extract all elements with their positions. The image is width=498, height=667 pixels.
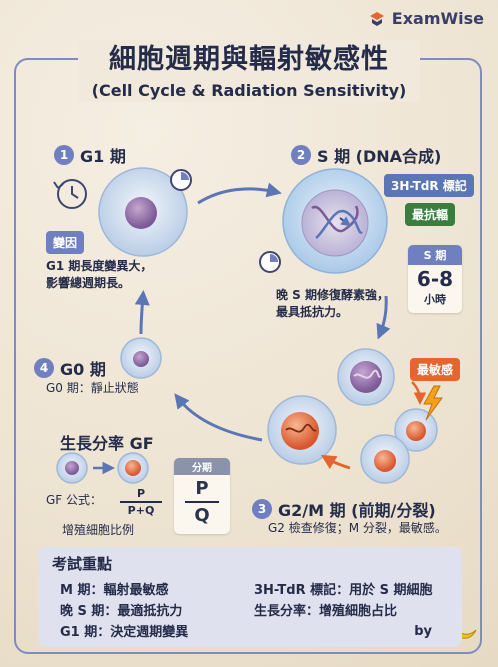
- arrow-g1-to-s: [197, 182, 282, 205]
- summary-item: G1 期：決定週期變異: [60, 625, 189, 640]
- g2m-header: 3 G2/M 期 (前期/分裂): [252, 497, 436, 521]
- g0-cell: [120, 337, 162, 379]
- g1-cell: [98, 167, 188, 257]
- g0-title: G0 期: [60, 360, 106, 379]
- s-desc-line2: 最具抵抗力。: [276, 305, 349, 319]
- byline: by: [414, 624, 432, 639]
- m-dividing-cell: [267, 395, 337, 465]
- gf-numerator: P: [136, 487, 146, 500]
- growth-fraction-title: 生長分率 GF: [60, 430, 154, 454]
- g1-desc-line2: 影響總週期長。: [46, 276, 131, 290]
- gf-formula: P P+Q: [116, 487, 166, 517]
- daughter-cells: [360, 408, 438, 484]
- pq-box-top: P: [195, 478, 209, 499]
- summary-item: M 期：輻射最敏感: [60, 583, 169, 598]
- g1-desc: G1 期長度變異大， 影響總週期長。: [46, 258, 152, 292]
- g2m-desc: G2 檢查修復；M 分裂，最敏感。: [268, 521, 447, 535]
- pq-box-header: 分期: [174, 458, 230, 475]
- s-desc-line1: 晚 S 期修復酵素強，: [276, 288, 389, 302]
- brand-logo-icon: [369, 11, 384, 26]
- brand-name: ExamWise: [391, 9, 484, 28]
- pq-box: 分期 P Q: [174, 458, 230, 534]
- variation-cycle-icon: [53, 179, 87, 209]
- exam-summary: 考試重點 M 期：輻射最敏感 晚 S 期：最適抵抗力 G1 期：決定週期變異 3…: [38, 547, 462, 647]
- summary-item: 晚 S 期：最適抵抗力: [60, 604, 183, 619]
- arrow-g0-to-g1: [134, 290, 150, 335]
- s-title: S 期 (DNA合成): [317, 147, 442, 166]
- summary-title: 考試重點: [52, 555, 113, 573]
- s-number-badge: 2: [291, 145, 311, 165]
- s-desc: 晚 S 期修復酵素強， 最具抵抗力。: [276, 287, 389, 321]
- arrow-sensitive: [411, 381, 427, 405]
- gf-cells: [56, 452, 149, 484]
- arrow-m-to-g0: [174, 393, 263, 442]
- g1-number-badge: 1: [54, 145, 74, 165]
- g1-title: G1 期: [80, 147, 126, 166]
- g0-desc: G0 期：靜止狀態: [46, 381, 139, 395]
- gf-denominator: P+Q: [127, 503, 155, 517]
- g1-header: 1 G1 期: [54, 143, 126, 167]
- arrow-s-to-g2: [376, 295, 391, 340]
- g1-variation-tag: 變因: [46, 231, 85, 254]
- s-duration-value: 6-8: [416, 267, 454, 291]
- page-subtitle: (Cell Cycle & Radiation Sensitivity): [91, 81, 407, 100]
- g1-desc-line1: G1 期長度變異大，: [46, 259, 153, 273]
- pq-box-bottom: Q: [194, 505, 210, 526]
- g2m-number-badge: 3: [252, 499, 272, 519]
- growth-fraction-title-text: 生長分率 GF: [60, 434, 154, 453]
- summary-item: 生長分率：增殖細胞占比: [254, 604, 398, 619]
- g2m-title: G2/M 期 (前期/分裂): [278, 501, 436, 520]
- s-duration-box: S 期 6-8 小時: [408, 245, 462, 313]
- s-label-tag: 3H-TdR 標記: [384, 174, 474, 197]
- title-block: 細胞週期與輻射敏感性 (Cell Cycle & Radiation Sensi…: [78, 40, 420, 102]
- page-title: 細胞週期與輻射敏感性: [109, 44, 389, 75]
- s-clock-icon: [259, 251, 281, 273]
- arrow-daughters-to-m: [320, 454, 351, 470]
- s-duration-header: S 期: [408, 245, 462, 265]
- s-header: 2 S 期 (DNA合成): [291, 143, 441, 167]
- s-cell: [282, 168, 388, 274]
- brand: ExamWise: [368, 9, 484, 28]
- s-resistant-tag: 最抗輻: [405, 203, 456, 226]
- g0-header: 4 G0 期: [34, 356, 106, 380]
- g2m-sensitive-tag: 最敏感: [410, 358, 461, 381]
- g2-cell: [337, 348, 395, 406]
- g1-clock-icon: [170, 169, 192, 191]
- gf-caption: 增殖細胞比例: [62, 523, 135, 537]
- s-duration-unit: 小時: [424, 293, 446, 306]
- gf-formula-label: GF 公式：: [46, 493, 103, 507]
- g0-number-badge: 4: [34, 358, 54, 378]
- summary-item: 3H-TdR 標記：用於 S 期細胞: [254, 583, 433, 598]
